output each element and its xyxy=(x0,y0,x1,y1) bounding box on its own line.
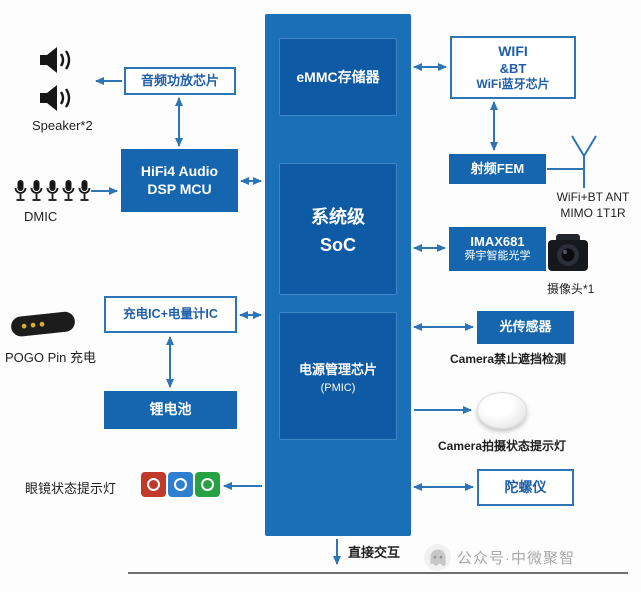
dsp-label-line1: HiFi4 Audio xyxy=(140,163,219,179)
dmic-label: DMIC xyxy=(24,209,58,224)
light-sensor-box: 光传感器 xyxy=(477,311,574,344)
glasses-led-label: 眼镜状态提示灯 xyxy=(25,481,117,496)
gyro-label: 陀螺仪 xyxy=(504,478,547,495)
soc-label-line1: 系统级 xyxy=(311,206,365,227)
camera-count-label: 摄像头*1 xyxy=(547,282,595,296)
wifi-label-line2: &BT xyxy=(499,60,527,76)
dsp-label-line2: DSP MCU xyxy=(147,180,212,197)
camera-sensor-line2: 舜宇智能光学 xyxy=(464,250,531,263)
battery-label: 锂电池 xyxy=(149,401,192,418)
charger-ic-label: 充电IC+电量计IC xyxy=(123,306,218,321)
soc-block: 系统级 SoC xyxy=(279,163,397,295)
speaker-count-label: Speaker*2 xyxy=(32,118,93,133)
speaker-icon xyxy=(38,82,74,119)
occlusion-label: Camera禁止遮挡检测 xyxy=(450,352,567,366)
wifi-label-line1: WIFI xyxy=(498,43,528,60)
pmic-label-line2: (PMIC) xyxy=(320,381,356,394)
wifi-bt-box: WIFI &BT WiFi蓝牙芯片 xyxy=(450,36,576,99)
antenna-icon xyxy=(571,135,597,188)
glasses-led-blue-icon xyxy=(168,472,193,497)
watermark: 公众号·中微聚智 xyxy=(424,544,575,571)
dmic-array-icon xyxy=(13,178,92,204)
pmic-block: 电源管理芯片 (PMIC) xyxy=(279,312,397,440)
glasses-led-green-icon xyxy=(195,472,220,497)
antenna-label: WiFi+BT ANT MIMO 1T1R xyxy=(550,190,636,221)
user-baseline xyxy=(128,572,628,574)
pmic-label-line1: 电源管理芯片 xyxy=(298,361,377,377)
camera-led-label: Camera拍摄状态提示灯 xyxy=(438,439,567,453)
soc-label-line2: SoC xyxy=(320,234,356,255)
audio-amp-box: 音频功放芯片 xyxy=(124,67,236,95)
pogo-pin-label: POGO Pin 充电 xyxy=(5,350,97,365)
rf-fem-label: 射频FEM xyxy=(470,160,525,176)
audio-amp-label: 音频功放芯片 xyxy=(140,72,219,88)
pogo-pin-image xyxy=(8,305,80,348)
antenna-label-line2: MIMO 1T1R xyxy=(560,205,626,220)
emmc-block: eMMC存储器 xyxy=(279,38,397,116)
glasses-led-icons xyxy=(141,472,220,497)
charger-ic-box: 充电IC+电量计IC xyxy=(104,296,237,333)
gyro-box: 陀螺仪 xyxy=(477,469,574,506)
direct-interaction-label: 直接交互 xyxy=(348,545,401,560)
camera-sensor-line1: IMAX681 xyxy=(470,234,525,249)
wifi-label-line3: WiFi蓝牙芯片 xyxy=(476,76,550,91)
ghost-watermark-icon xyxy=(424,544,451,571)
soc-column: eMMC存储器 系统级 SoC 电源管理芯片 (PMIC) xyxy=(265,14,411,536)
emmc-label: eMMC存储器 xyxy=(296,69,380,85)
watermark-text: 公众号·中微聚智 xyxy=(457,550,575,567)
glasses-led-red-icon xyxy=(141,472,166,497)
rf-fem-box: 射频FEM xyxy=(449,154,546,184)
light-sensor-label: 光传感器 xyxy=(499,319,552,335)
antenna-label-line1: WiFi+BT ANT xyxy=(556,190,630,204)
dsp-mcu-box: HiFi4 Audio DSP MCU xyxy=(121,149,238,212)
camera-led-disc xyxy=(477,392,527,429)
battery-box: 锂电池 xyxy=(104,391,237,429)
speaker-icon xyxy=(38,44,74,81)
camera-module-image xyxy=(542,230,594,281)
camera-sensor-box: IMAX681 舜宇智能光学 xyxy=(449,227,546,271)
